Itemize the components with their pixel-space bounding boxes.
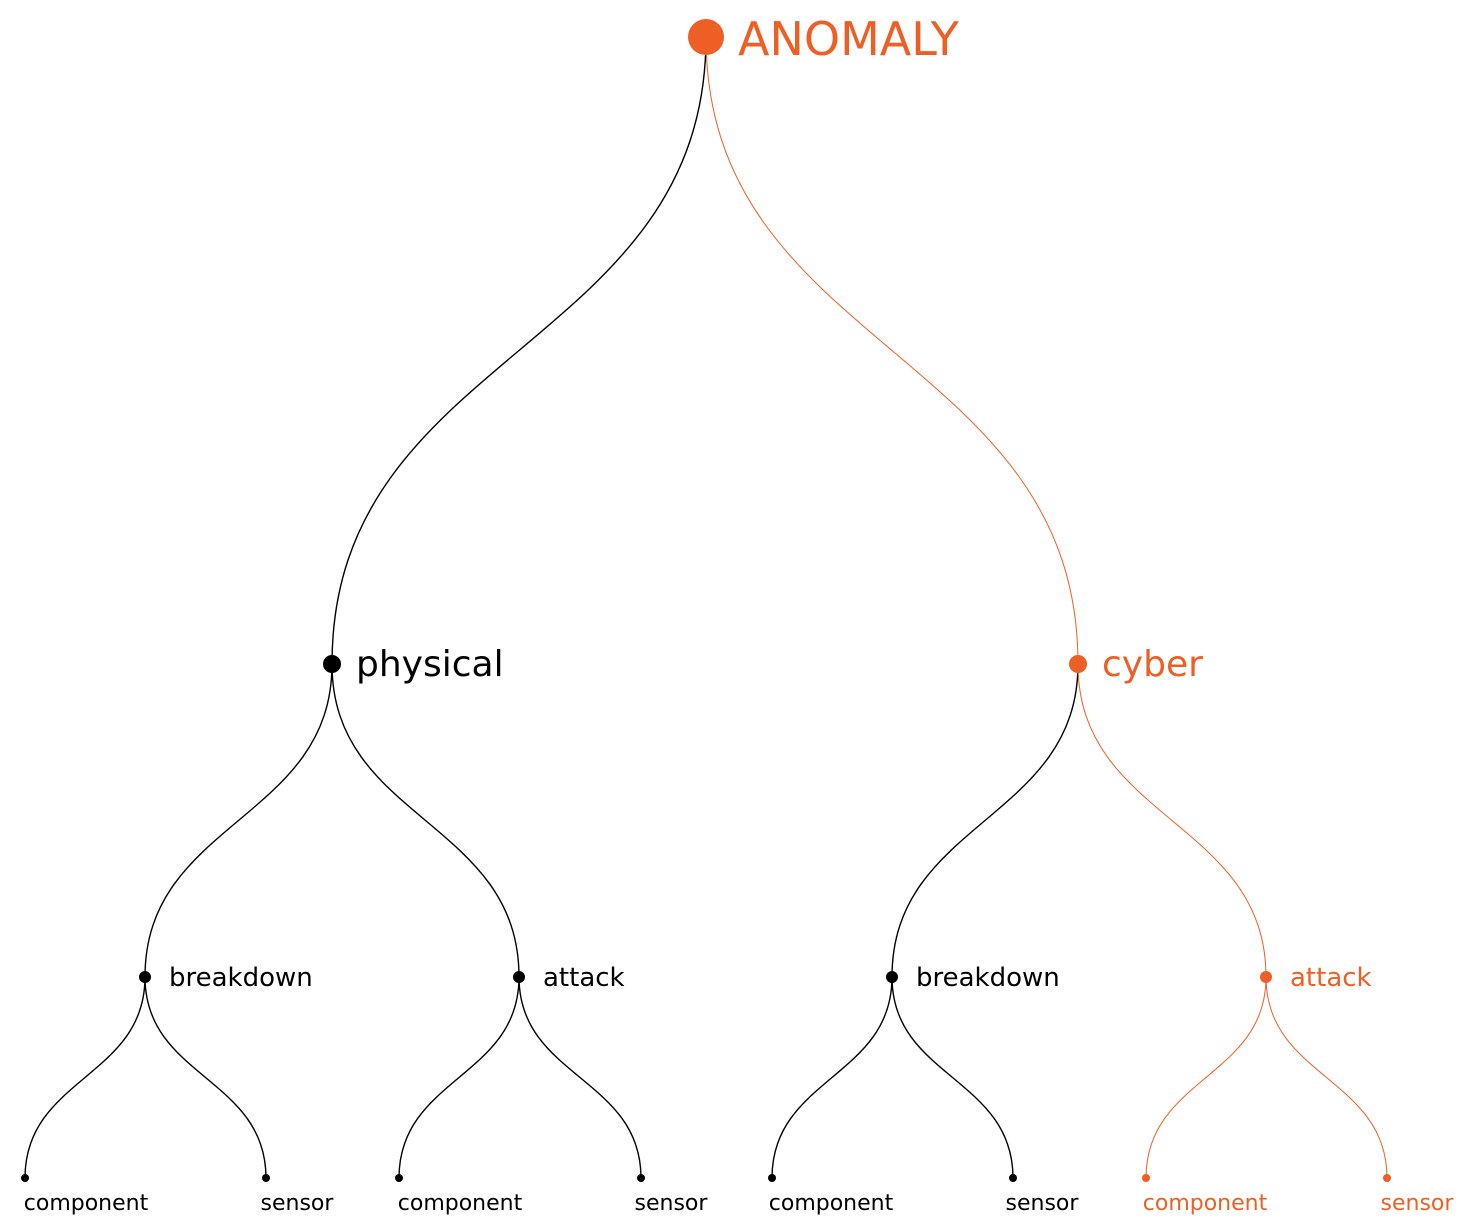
node-anomaly-physical-attack: attack: [513, 963, 625, 993]
node-label-anomaly-cyber-breakdown-sensor: sensor: [1006, 1191, 1080, 1216]
node-label-anomaly-physical-attack-component: component: [398, 1191, 523, 1216]
edge-anomaly-physical-attack-to-component: [398, 976, 520, 1179]
node-label-anomaly-cyber-attack-component: component: [1143, 1191, 1268, 1216]
node-anomaly-cyber-breakdown-sensor: sensor: [1006, 1174, 1080, 1216]
node-anomaly: ANOMALY: [688, 12, 960, 66]
node-anomaly-cyber: cyber: [1069, 644, 1203, 685]
node-dot-anomaly-physical-breakdown: [139, 971, 151, 983]
node-dot-anomaly-physical-breakdown-sensor: [262, 1174, 270, 1182]
edge-anomaly-cyber-to-breakdown: [891, 663, 1079, 978]
node-anomaly-physical: physical: [323, 644, 504, 685]
node-dot-anomaly-physical-attack-component: [395, 1174, 403, 1182]
node-label-anomaly-physical-attack-sensor: sensor: [635, 1191, 709, 1216]
node-label-anomaly-physical-attack: attack: [543, 963, 625, 993]
node-label-anomaly-cyber-attack-sensor: sensor: [1381, 1191, 1455, 1216]
node-label-anomaly-cyber-breakdown-component: component: [769, 1191, 894, 1216]
edge-anomaly-cyber-breakdown-to-sensor: [891, 976, 1014, 1179]
node-dot-anomaly-cyber-breakdown: [886, 971, 898, 983]
node-dot-anomaly-cyber-attack-sensor: [1383, 1174, 1391, 1182]
node-anomaly-physical-breakdown: breakdown: [139, 963, 313, 993]
node-anomaly-cyber-attack-component: component: [1142, 1174, 1268, 1216]
tree-edges: [24, 36, 1388, 1179]
node-anomaly-cyber-attack-sensor: sensor: [1381, 1174, 1455, 1216]
node-anomaly-cyber-breakdown-component: component: [768, 1174, 894, 1216]
edge-anomaly-cyber-breakdown-to-component: [771, 976, 893, 1179]
edge-anomaly-physical-breakdown-to-component: [24, 976, 146, 1179]
node-anomaly-cyber-attack: attack: [1260, 963, 1372, 993]
node-anomaly-physical-attack-component: component: [395, 1174, 523, 1216]
node-label-anomaly-cyber: cyber: [1102, 644, 1203, 685]
edge-anomaly-physical-attack-to-sensor: [518, 976, 642, 1179]
node-label-anomaly-physical-breakdown: breakdown: [169, 963, 313, 993]
node-dot-anomaly-cyber-breakdown-sensor: [1009, 1174, 1017, 1182]
node-dot-anomaly-physical-breakdown-component: [21, 1174, 29, 1182]
edge-anomaly-physical-to-attack: [331, 663, 520, 978]
tree-nodes: component sensor breakdown component sensor a…: [21, 12, 1454, 1216]
node-label-anomaly-physical: physical: [356, 644, 504, 685]
node-anomaly-physical-attack-sensor: sensor: [635, 1174, 709, 1216]
node-dot-anomaly-cyber-breakdown-component: [768, 1174, 776, 1182]
node-label-anomaly-physical-breakdown-component: component: [24, 1191, 149, 1216]
node-dot-anomaly-physical-attack: [513, 971, 525, 983]
edge-anomaly-cyber-attack-to-component: [1145, 976, 1267, 1179]
node-dot-anomaly-physical-attack-sensor: [637, 1174, 645, 1182]
node-label-anomaly-cyber-breakdown: breakdown: [916, 963, 1060, 993]
edge-anomaly-physical-to-breakdown: [144, 663, 333, 978]
edge-anomaly-to-physical: [331, 36, 707, 665]
node-anomaly-cyber-breakdown: breakdown: [886, 963, 1060, 993]
node-anomaly-physical-breakdown-sensor: sensor: [261, 1174, 335, 1216]
edge-anomaly-physical-breakdown-to-sensor: [144, 976, 267, 1179]
edge-anomaly-cyber-attack-to-sensor: [1265, 976, 1388, 1179]
node-label-anomaly-cyber-attack: attack: [1290, 963, 1372, 993]
node-label-anomaly-physical-breakdown-sensor: sensor: [261, 1191, 335, 1216]
node-dot-anomaly: [688, 19, 724, 55]
edge-anomaly-to-cyber: [705, 36, 1079, 665]
node-dot-anomaly-physical: [323, 655, 341, 673]
node-label-anomaly: ANOMALY: [738, 12, 960, 66]
node-dot-anomaly-cyber: [1069, 655, 1087, 673]
node-dot-anomaly-cyber-attack-component: [1142, 1174, 1150, 1182]
node-anomaly-physical-breakdown-component: component: [21, 1174, 149, 1216]
edge-anomaly-cyber-to-attack: [1077, 663, 1267, 978]
node-dot-anomaly-cyber-attack: [1260, 971, 1272, 983]
